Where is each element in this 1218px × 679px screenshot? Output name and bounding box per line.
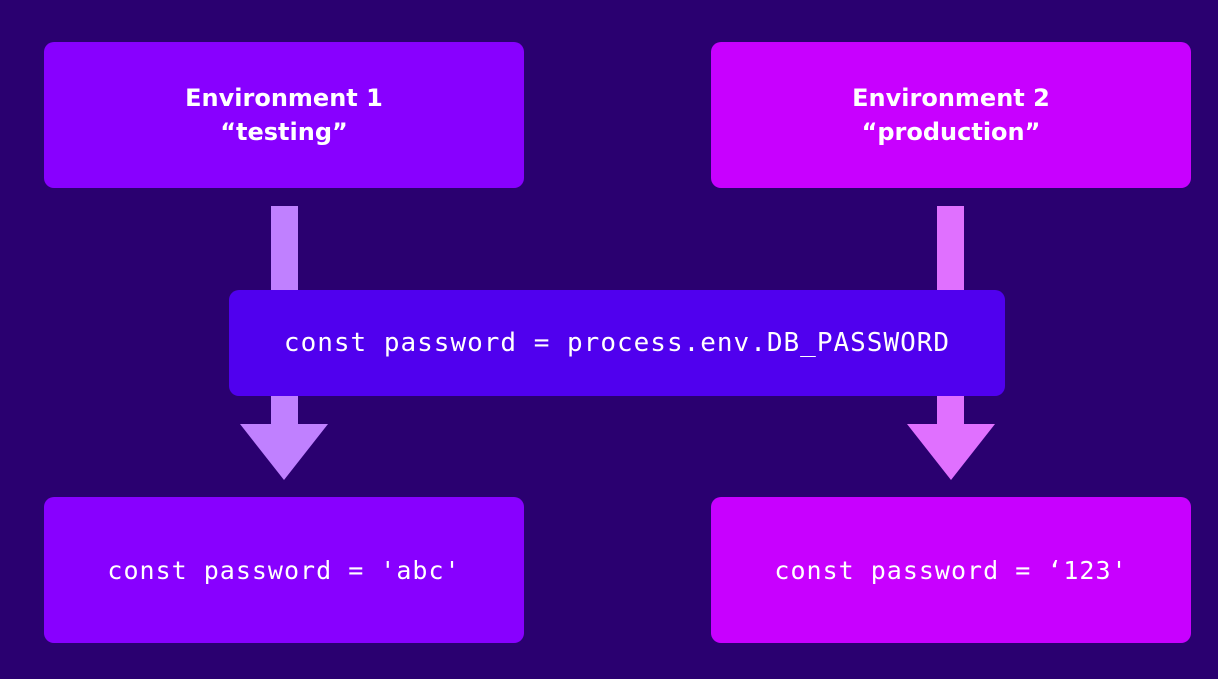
environment-2-box: Environment 2 “production” [711,42,1191,188]
environment-2-name: Environment 2 [852,84,1050,112]
shared-code-text: const password = process.env.DB_PASSWORD [283,328,951,358]
env1-arrow-head [240,424,328,480]
environment-2-label: “production” [861,118,1041,146]
environment-2-result-text: const password = ‘123' [774,555,1128,585]
shared-code-box: const password = process.env.DB_PASSWORD [229,290,1005,396]
env2-arrow-head [907,424,995,480]
environment-1-label: “testing” [220,118,348,146]
environment-1-box: Environment 1 “testing” [44,42,524,188]
environment-1-result-box: const password = 'abc' [44,497,524,643]
environment-2-result-box: const password = ‘123' [711,497,1191,643]
environment-1-result-text: const password = 'abc' [107,555,461,585]
environment-1-name: Environment 1 [185,84,383,112]
